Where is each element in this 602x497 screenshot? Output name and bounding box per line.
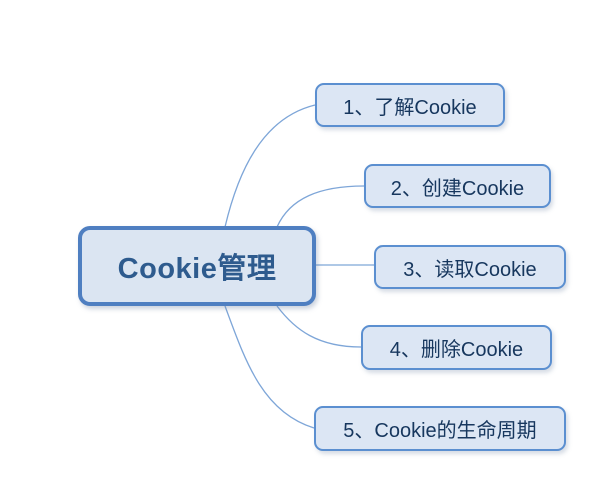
branch-node-4[interactable]: 4、删除Cookie: [361, 325, 552, 370]
branch-label-5: 5、Cookie的生命周期: [343, 420, 537, 442]
branch-label-4: 4、删除Cookie: [389, 339, 524, 361]
branch-label-1: 1、了解Cookie: [343, 96, 477, 119]
branch-label-3: 3、读取Cookie: [403, 258, 537, 281]
branch-node-1[interactable]: 1、了解Cookie: [315, 83, 505, 127]
root-topic-node[interactable]: Cookie管理: [78, 226, 316, 306]
branch-label-2: 2、创建Cookie: [390, 177, 525, 200]
connector-root-to-branch-4: [276, 305, 362, 348]
branch-node-3[interactable]: 3、读取Cookie: [374, 245, 566, 289]
connector-root-to-branch-1: [224, 104, 316, 228]
connector-root-to-branch-2: [276, 185, 365, 228]
branch-node-2[interactable]: 2、创建Cookie: [364, 164, 551, 208]
connector-root-to-branch-5: [224, 305, 315, 429]
branch-node-5[interactable]: 5、Cookie的生命周期: [314, 406, 566, 451]
root-topic-label: Cookie管理: [117, 253, 277, 285]
